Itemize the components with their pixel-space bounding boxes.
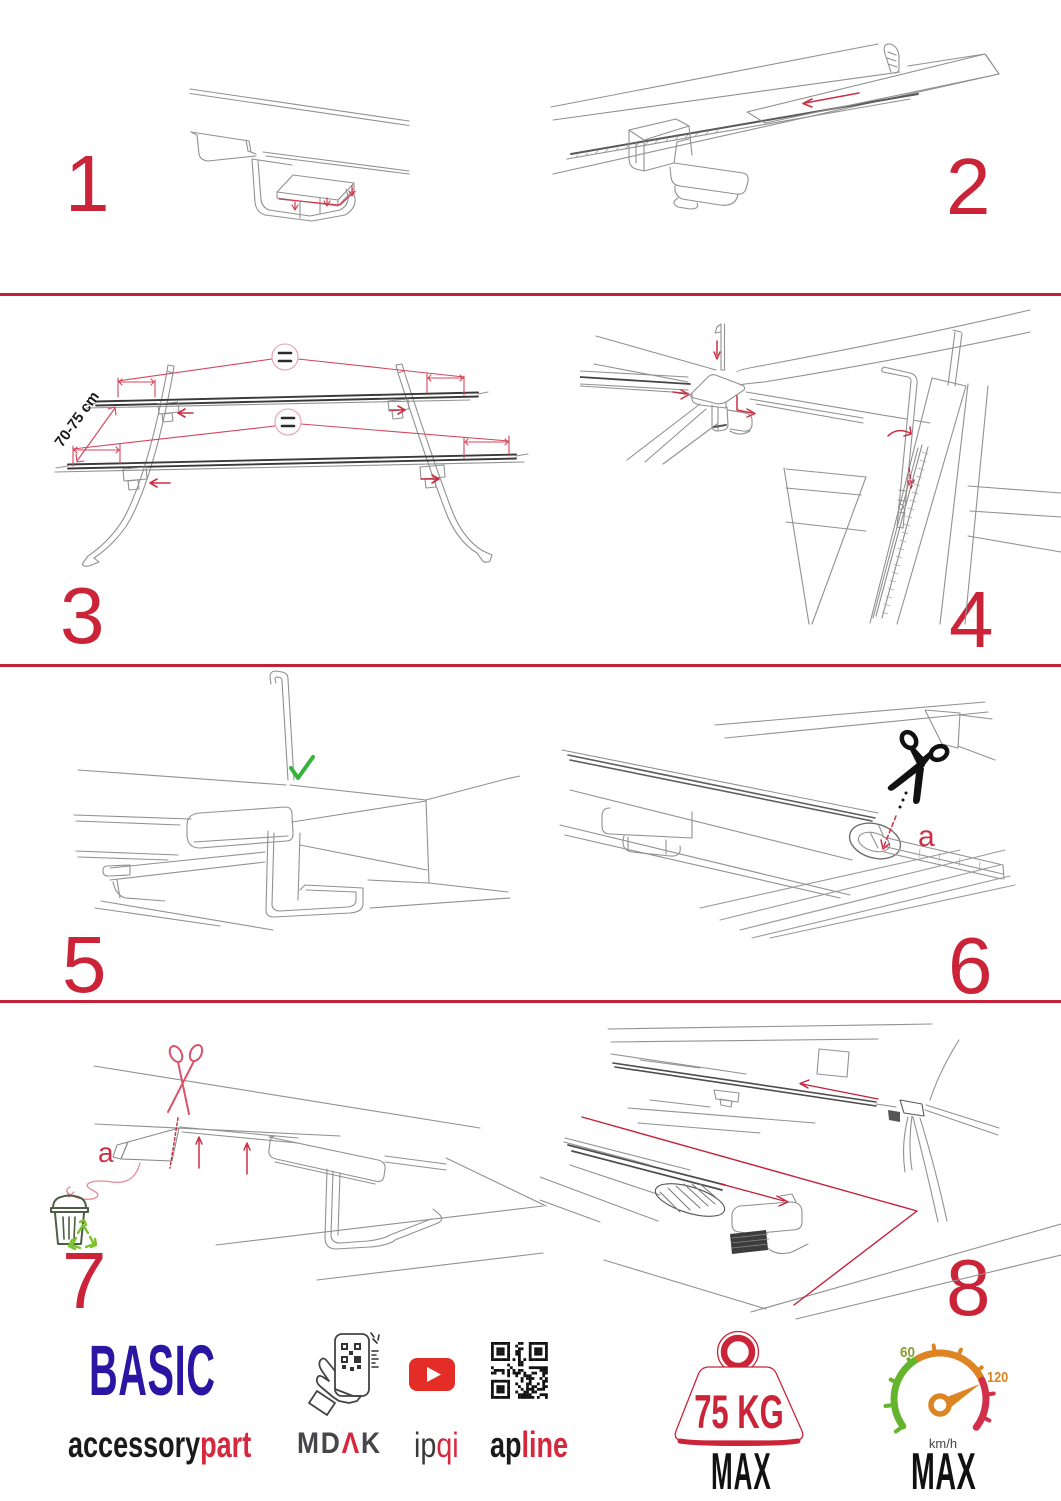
svg-text:km/h: km/h: [929, 1436, 957, 1451]
svg-text:70-75 cm: 70-75 cm: [51, 388, 103, 450]
svg-text:a: a: [98, 1137, 114, 1168]
svg-text:120: 120: [987, 1368, 1008, 1385]
svg-text:75 KG: 75 KG: [694, 1387, 784, 1439]
svg-text:60: 60: [900, 1344, 915, 1361]
svg-text:a: a: [918, 820, 935, 853]
